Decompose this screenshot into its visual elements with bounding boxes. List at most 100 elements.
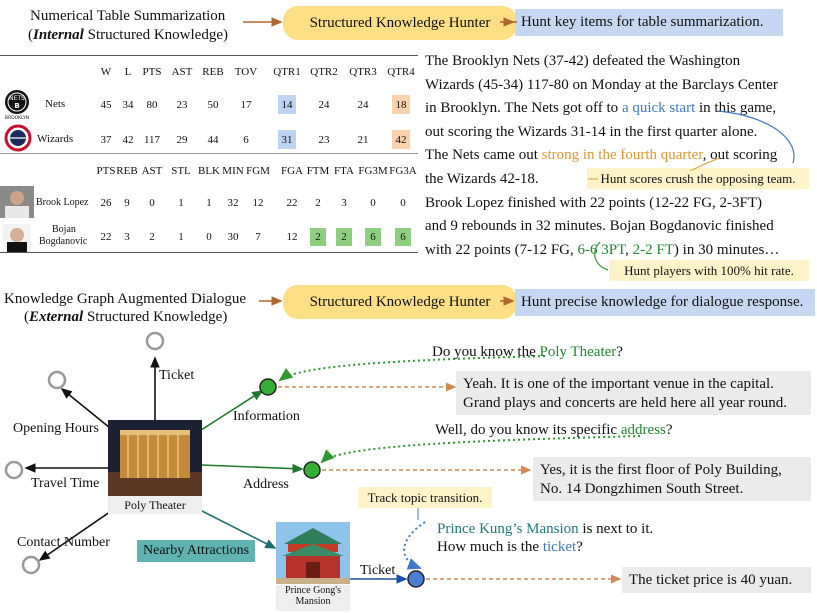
edge-label-contact-number: Contact Number [17,535,110,550]
hunter-pill-2: Structured Knowledge Hunter [283,285,517,319]
poly-theater-caption: Poly Theater [108,496,202,514]
edge-information [197,390,264,433]
team-cell: 18 [392,95,410,114]
team-cell: 50 [207,98,219,111]
player-name-line2: Bogdanovic [39,236,88,247]
curve-quick-start [717,110,795,164]
section2-subtitle: (External Structured Knowledge) [24,309,228,325]
svg-text:BROOKLYN: BROOKLYN [5,115,29,120]
player-cell: 0 [206,231,212,243]
wizards-logo [3,124,33,157]
team-cell: 31 [278,130,296,149]
summary-line: The Brooklyn Nets (37-42) defeated the W… [425,53,741,69]
highlight-quick-start: a quick start [621,100,696,117]
goal-box-1: Hunt key items for table summarization. [515,9,783,36]
team-cell: 117 [143,133,161,146]
team-cell: 42 [392,130,410,149]
edge-address [201,463,304,474]
entity-address: address [620,422,666,438]
player-col-header: BLK [198,165,220,177]
team-col-header: REB [202,66,224,78]
player-cell: 32 [227,197,239,209]
team-col-header: AST [171,66,193,78]
player-cell: 0 [400,197,406,209]
team-name: Nets [45,98,66,110]
poly-theater-image [108,420,202,496]
team-cell: 24 [357,98,369,111]
player-col-header: AST [141,165,163,177]
player-photo-lopez [0,186,34,223]
player-col-header: FG3M [358,165,388,177]
player-cell: 3 [341,197,347,209]
node-address [303,461,321,479]
player-name-line1: Bojan [52,224,76,235]
player-cell: 1 [178,197,184,209]
prince-gong-mansion-image [276,522,350,584]
team-cell: 14 [278,95,296,114]
hunter-pill-1: Structured Knowledge Hunter [283,6,517,40]
team-col-header: QTR3 [349,66,377,78]
summary-line: Brook Lopez finished with 22 points (12-… [425,194,763,211]
summary-line: in Brooklyn. The Nets got off to a quick… [425,100,777,117]
dotted-q3-to-node [403,521,426,570]
curve-hit-rate [594,241,609,271]
node-travel-time [4,460,24,480]
player-cell: 3 [124,231,130,243]
player-cell: 2 [336,228,352,246]
entity-prince-kung-mansion: Prince Kung’s Mansion [437,521,579,537]
edge-label-ticket-mansion: Ticket [360,563,396,578]
node-contact-number [21,555,41,575]
team-table-divider [0,153,418,154]
summary-line: the Wizards 42-18. [425,170,539,187]
team-cell: 23 [318,133,330,146]
player-cell: 30 [227,231,239,243]
edge-label-travel-time: Travel Time [31,476,100,491]
player-cell: 9 [124,197,130,209]
team-cell: 45 [100,98,112,111]
player-col-header: MIN [222,165,244,177]
team-col-header: QTR4 [387,66,415,78]
team-cell: 6 [243,133,249,146]
section1-title: Numerical Table Summarization [30,8,226,24]
team-cell: 17 [240,98,252,111]
svg-text:NETS: NETS [9,95,25,102]
highlight-3pt: 6-6 3PT [577,241,626,258]
player-cell: 1 [206,197,212,209]
player-col-header: FGA [280,165,303,177]
note-hit-rate: Hunt players with 100% hit rate. [609,260,809,281]
player-cell: 2 [149,231,155,243]
player-col-header: REB [116,165,138,177]
summary-paragraph: The Brooklyn Nets (37-42) defeated the W… [425,50,815,262]
edge-label-information: Information [233,409,300,424]
player-cell: 1 [178,231,184,243]
entity-ticket: ticket [542,539,577,555]
node-mansion-ticket [407,570,425,588]
player-cell: 22 [100,231,112,243]
team-cell: 37 [100,133,112,146]
player-photo-bogdanovic [3,224,31,257]
highlight-fourth-quarter: strong in the fourth quarter [541,147,703,164]
summary-line: Wizards (45-34) 117-80 on Monday at the … [425,76,778,93]
team-cell: 44 [207,133,219,146]
player-cell: 7 [255,231,261,243]
player-col-header: STL [171,165,191,177]
note-track-topic: Track topic transition. [358,487,492,508]
summary-line: with 22 points (7-12 FG, 6-6 3PT, 2-2 FT… [425,241,780,258]
section2-title: Knowledge Graph Augmented Dialogue [4,291,247,307]
edge-label-address: Address [243,477,289,492]
player-col-header: FTM [306,165,330,177]
team-col-header: QTR1 [273,66,301,78]
dialogue-q1: Do you know the Poly Theater? [432,344,623,360]
note-crush-opponent: Hunt scores crush the opposing team. [587,168,809,189]
section1-subtitle: (Internal Structured Knowledge) [28,27,228,43]
player-col-header: PTS [96,165,116,177]
summary-line: The Nets came out strong in the fourth q… [425,147,778,164]
answer-1-box: Yeah. It is one of the important venue i… [456,371,811,415]
player-cell: 22 [286,197,298,209]
mansion-caption: Prince Gong's Mansion [276,585,350,611]
team-cell: 29 [176,133,188,146]
player-cell: 2 [310,228,326,246]
edge-label-opening-hours: Opening Hours [13,421,99,436]
dialogue-q2: Well, do you know its specific address? [435,422,673,438]
team-cell: 24 [318,98,330,111]
